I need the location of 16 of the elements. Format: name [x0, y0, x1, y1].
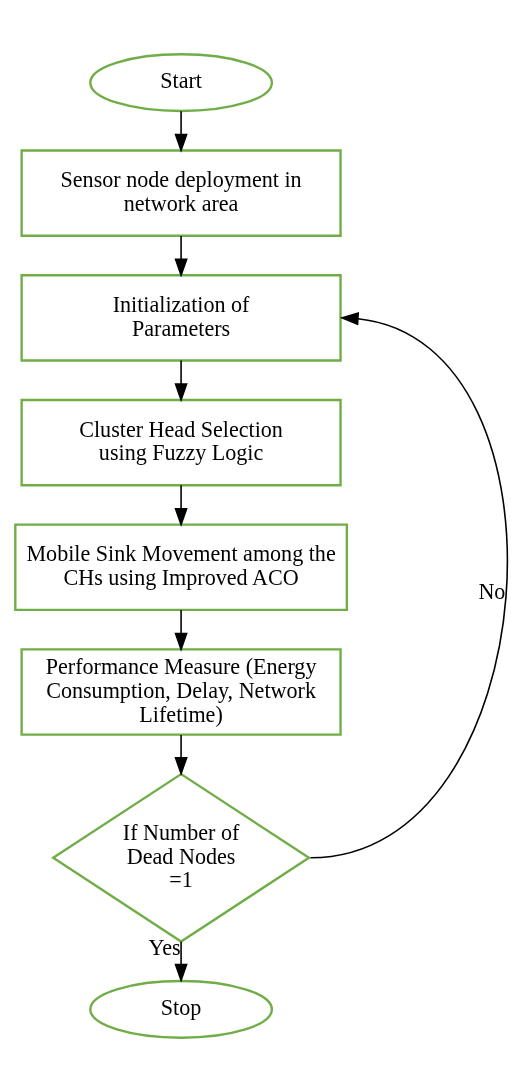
arrow [173, 608, 188, 652]
node-ellipse: Start [88, 52, 273, 112]
node-box: Cluster Head Selection using Fuzzy Logic [19, 398, 342, 486]
arrow [173, 733, 188, 776]
arrow [173, 484, 188, 527]
edge-label: No [477, 578, 505, 604]
arrow [173, 940, 188, 983]
node-box: Initialization of Parameters [19, 273, 342, 362]
arrow [309, 311, 507, 859]
node-box: Performance Measure (Energy Consumption, Delay, Network Lifetime) [19, 647, 342, 736]
arrow [173, 359, 188, 402]
node-box: Mobile Sink Movement among the CHs using Improved ACO [13, 523, 348, 611]
node-box: Sensor node deployment in network area [19, 148, 342, 237]
arrow [173, 234, 188, 278]
arrow [173, 110, 188, 153]
node-ellipse: Stop [88, 979, 273, 1039]
